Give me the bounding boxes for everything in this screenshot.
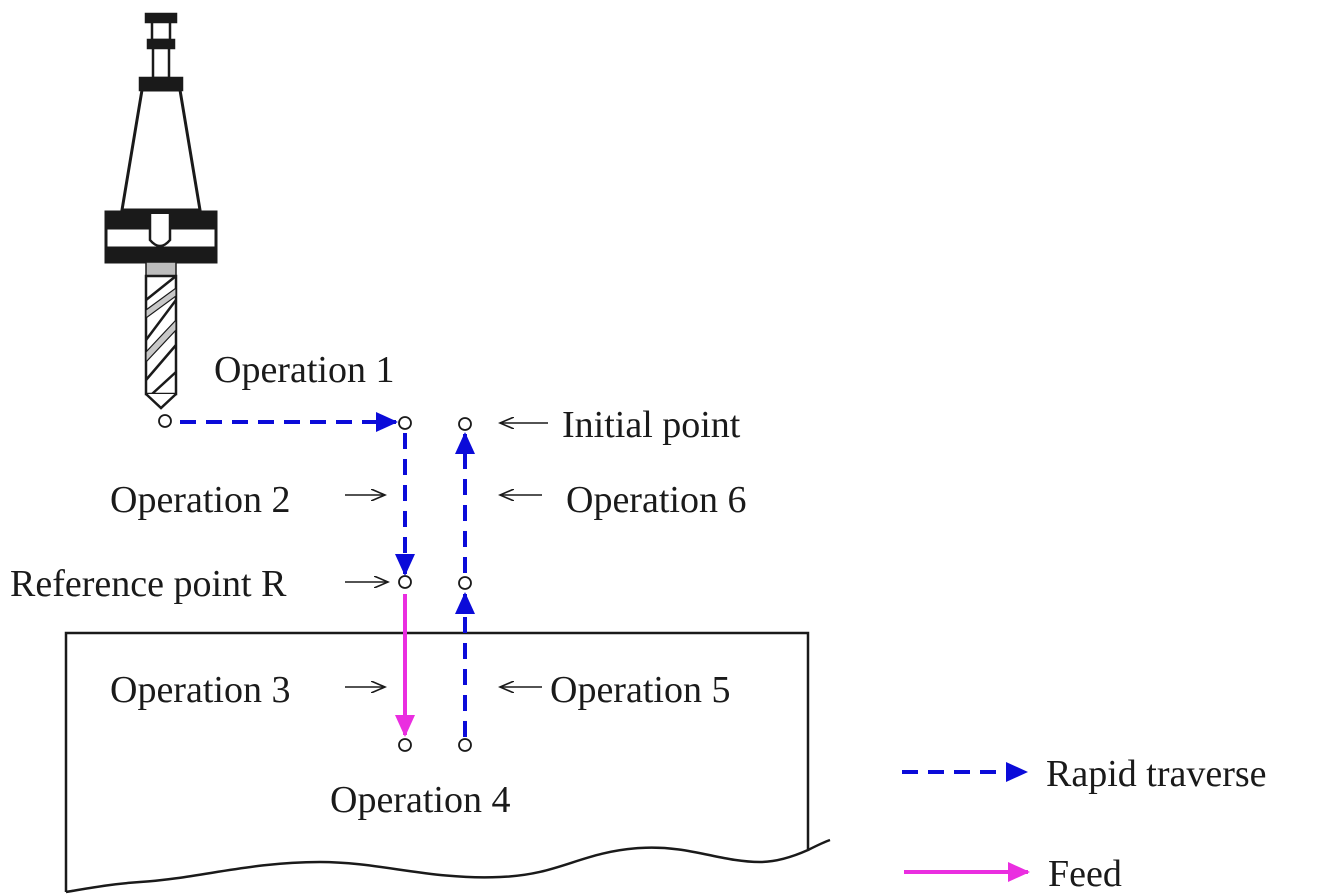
operation-2-label: Operation 2 — [110, 479, 290, 521]
legend-rapid-traverse-label: Rapid traverse — [1046, 753, 1267, 795]
operation-3-label: Operation 3 — [110, 669, 290, 711]
hole-bottom-point-right — [458, 738, 472, 752]
milling-tool-holder-icon — [104, 12, 218, 410]
operation-1-label: Operation 1 — [214, 349, 394, 391]
operation-6-label: Operation 6 — [566, 479, 746, 521]
legend: Rapid traverse Feed — [902, 753, 1267, 895]
operation-4-label: Operation 4 — [330, 779, 510, 821]
initial-point-label: Initial point — [562, 404, 741, 446]
legend-feed-label: Feed — [1048, 853, 1122, 895]
hole-bottom-point-left — [398, 738, 412, 752]
return-reference-point — [458, 576, 472, 590]
initial-point — [458, 417, 472, 431]
workpiece-wave-extension — [807, 838, 831, 852]
operation-1-end-point — [398, 416, 412, 430]
workpiece — [64, 631, 810, 894]
operation-5-label: Operation 5 — [550, 669, 730, 711]
reference-point-r — [398, 575, 412, 589]
reference-point-label: Reference point R — [10, 563, 287, 605]
tool-start-point — [158, 414, 172, 428]
